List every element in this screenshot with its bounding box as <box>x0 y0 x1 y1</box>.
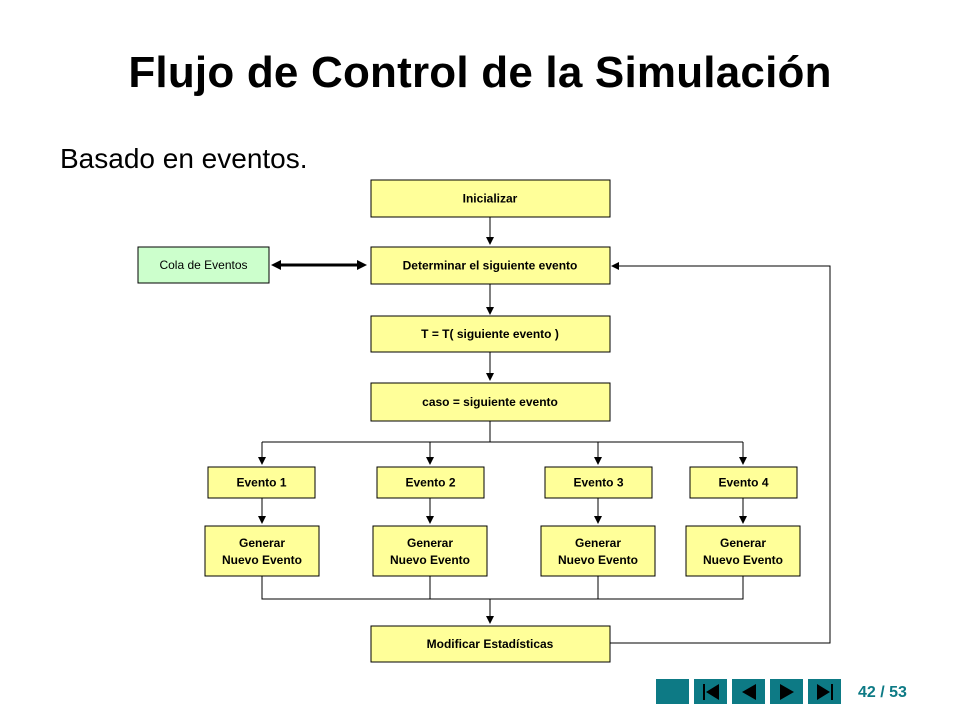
last-icon <box>816 683 833 700</box>
next-slide-button[interactable] <box>770 679 803 704</box>
current-page: 42 <box>858 684 876 701</box>
flow-connectors <box>258 217 831 644</box>
last-slide-button[interactable] <box>808 679 841 704</box>
node-label: T = T( siguiente evento ) <box>421 327 559 341</box>
node-evento-3: Evento 3 <box>544 466 653 499</box>
first-icon <box>702 683 719 700</box>
node-label: Modificar Estadísticas <box>427 637 554 651</box>
node-label: Evento 3 <box>573 476 623 490</box>
node-generar-4: Generar Nuevo Evento <box>685 525 801 577</box>
node-cola-de-eventos: Cola de Eventos <box>137 246 270 284</box>
first-slide-button[interactable] <box>694 679 727 704</box>
node-label-line2: Nuevo Evento <box>558 553 638 567</box>
node-label: caso = siguiente evento <box>422 395 558 409</box>
node-label-line1: Generar <box>407 536 453 550</box>
node-determinar: Determinar el siguiente evento <box>370 246 611 285</box>
node-tiempo: T = T( siguiente evento ) <box>370 315 611 353</box>
node-caso: caso = siguiente evento <box>370 382 611 422</box>
node-inicializar: Inicializar <box>370 179 611 218</box>
node-evento-4: Evento 4 <box>689 466 798 499</box>
previous-icon <box>741 683 756 700</box>
node-generar-2: Generar Nuevo Evento <box>372 525 488 577</box>
previous-slide-button[interactable] <box>732 679 765 704</box>
node-evento-1: Evento 1 <box>207 466 316 499</box>
node-evento-2: Evento 2 <box>376 466 485 499</box>
total-pages: 53 <box>889 684 907 701</box>
node-generar-1: Generar Nuevo Evento <box>204 525 320 577</box>
node-label: Determinar el siguiente evento <box>403 259 578 273</box>
node-label-line1: Generar <box>239 536 285 550</box>
node-label-line2: Nuevo Evento <box>703 553 783 567</box>
node-label-line1: Generar <box>575 536 621 550</box>
page-separator: / <box>880 684 885 701</box>
node-label-line1: Generar <box>720 536 766 550</box>
node-generar-3: Generar Nuevo Evento <box>540 525 656 577</box>
node-label: Cola de Eventos <box>159 258 247 272</box>
node-label-line2: Nuevo Evento <box>390 553 470 567</box>
page-subtitle: Basado en eventos. <box>60 143 308 174</box>
node-label-line2: Nuevo Evento <box>222 553 302 567</box>
page-indicator: 42 / 53 <box>858 684 907 702</box>
node-label: Evento 1 <box>236 476 286 490</box>
node-label: Evento 2 <box>405 476 455 490</box>
node-label: Inicializar <box>463 192 518 206</box>
node-label: Evento 4 <box>718 476 768 490</box>
slide-navigation <box>656 679 841 704</box>
node-modificar-estadisticas: Modificar Estadísticas <box>370 625 611 663</box>
page-title: Flujo de Control de la Simulación <box>128 48 832 97</box>
blank-nav-button[interactable] <box>656 679 689 704</box>
next-icon <box>779 683 794 700</box>
